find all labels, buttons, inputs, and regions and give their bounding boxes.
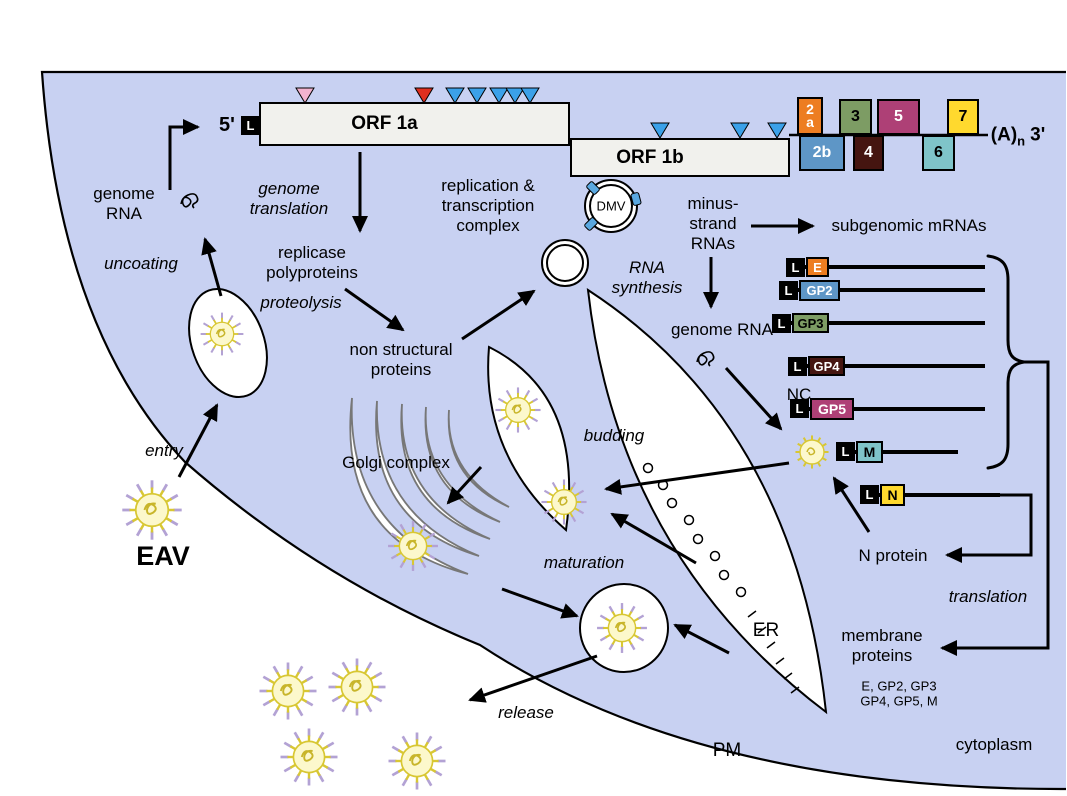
arrows [168, 119, 1050, 703]
arrow-er-to-maturation [673, 623, 730, 655]
triangle-blue [467, 87, 487, 104]
label-cytoplasm: cytoplasm [955, 734, 1033, 754]
triangle-blue [650, 122, 670, 139]
label-proteolysis: proteolysis [260, 292, 342, 312]
mrna-e-box: E [806, 257, 829, 277]
label-eav: EAV [136, 541, 190, 572]
genome-5prime-label: 5' [219, 114, 235, 137]
orf1b-triangles [650, 122, 787, 139]
er-ribosome-beads [642, 462, 747, 598]
mrna-gp4-box: GP4 [808, 356, 845, 376]
released-virion [280, 728, 337, 785]
released-virion [388, 732, 445, 789]
label-genome-rna: genome RNA [93, 183, 155, 223]
triangle-blue [505, 87, 525, 104]
label-uncoating: uncoating [104, 253, 178, 273]
label-rtc: replication & transcription complex [441, 175, 535, 236]
orf-2a-box: 2a [797, 97, 823, 135]
arrow-release [468, 654, 598, 703]
triangle-blue [767, 122, 787, 139]
label-golgi-complex: Golgi complex [342, 452, 450, 472]
arrow-golgi-to-maturation [501, 587, 579, 619]
orf1a-triangles [295, 87, 540, 104]
eav-virion [122, 480, 181, 539]
label-pm: PM [712, 739, 742, 761]
mrna-gp3-box: GP3 [792, 313, 829, 333]
label-minus-strand-rnas: minus- strand RNAs [687, 193, 739, 254]
arrow-nprotein-to-nc [832, 476, 871, 533]
dmv-vesicle [584, 179, 642, 233]
mrna-leader-box: L [786, 258, 805, 277]
triangle-blue [445, 87, 465, 104]
mrna-leader-box: L [772, 314, 791, 333]
label-release: release [498, 702, 554, 722]
orf-7-box: 7 [947, 99, 979, 135]
label-er: ER [752, 619, 780, 641]
label-genome-translation: genome translation [249, 178, 329, 218]
label-translation: translation [948, 586, 1028, 606]
arrow-entry [177, 403, 219, 478]
genome-leader-box: L [241, 116, 260, 135]
mrna-n-box: N [880, 484, 905, 506]
er-compartment [586, 288, 828, 715]
arrow-to-membrane-proteins [940, 360, 1050, 656]
label-n-protein: N protein [858, 545, 928, 565]
orf-3-box: 3 [839, 99, 872, 135]
triangle-pink [295, 87, 315, 104]
triangle-blue [520, 87, 540, 104]
mrna-leader-box: L [788, 357, 807, 376]
arrow-genome-to-nc [724, 366, 783, 431]
label-maturation: maturation [543, 552, 625, 572]
mrna-leader-box: L [860, 485, 879, 504]
orf-4-box: 4 [853, 135, 884, 171]
arrow-proteolysis [344, 287, 405, 332]
triangle-red [414, 87, 434, 104]
er-tick-marks [747, 610, 800, 694]
label-dmv: DMV [596, 198, 626, 214]
label-genome-rna-mid: genome RNA [670, 319, 774, 339]
arrow-nc-to-budding [604, 461, 790, 495]
triangle-blue [730, 122, 750, 139]
rtc-vesicle [541, 239, 589, 287]
label-nonstructural-proteins: non structural proteins [349, 339, 453, 379]
orf-2b-box: 2b [799, 135, 845, 171]
label-nc: NC [786, 384, 812, 404]
mrna-m-box: M [856, 441, 883, 463]
label-replicase-polyproteins: replicase polyproteins [266, 242, 358, 282]
mrna-leader-box: L [790, 399, 809, 418]
mrna-gp2-box: GP2 [799, 280, 840, 301]
arrow-to-n-protein [945, 493, 1033, 563]
label-entry: entry [145, 440, 183, 460]
triangle-blue [489, 87, 509, 104]
orf-5-box: 5 [877, 99, 920, 135]
arrow-er-to-budding [610, 512, 697, 565]
label-subgenomic-mrnas: subgenomic mRNAs [831, 215, 987, 235]
released-virion [328, 658, 385, 715]
dmv-pore-icon [584, 181, 642, 231]
orf-6-box: 6 [922, 135, 955, 171]
label-membrane-proteins: membrane proteins [841, 625, 923, 665]
label-budding: budding [583, 425, 645, 445]
mrna-leader-box: L [779, 281, 798, 300]
mrna-gp5-box: GP5 [810, 398, 854, 420]
released-virion [259, 662, 316, 719]
arrow-uncoating [201, 237, 223, 297]
arrow-to-5prime [168, 119, 200, 190]
label-membrane-protein-list: E, GP2, GP3 GP4, GP5, M [860, 678, 938, 709]
mrna-leader-box: L [836, 442, 855, 461]
arrow-budding-to-golgi [446, 465, 483, 505]
orf1a-box: ORF 1a [259, 102, 570, 146]
arrow-nsp-to-rtc [461, 289, 536, 341]
orf1b-box: ORF 1b [570, 138, 790, 177]
label-rna-synthesis: RNA synthesis [611, 257, 683, 297]
plasma-membrane [40, 70, 1067, 791]
